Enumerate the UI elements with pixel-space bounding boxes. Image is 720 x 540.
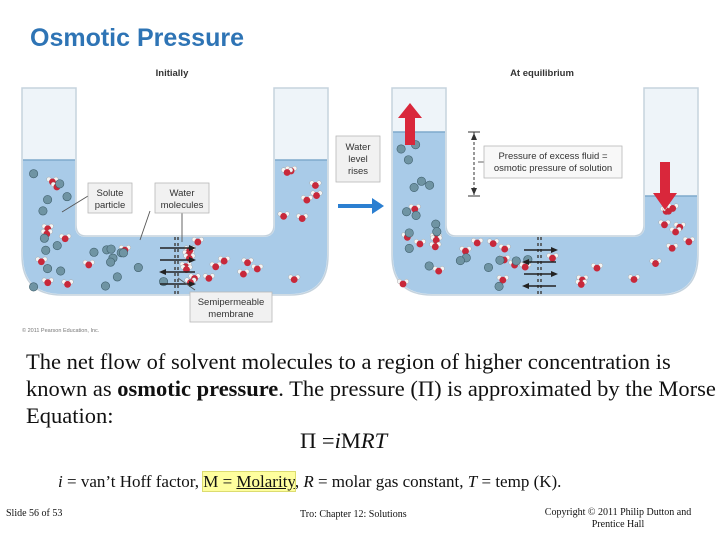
morse-equation: Π =iMRT	[300, 428, 387, 454]
osmosis-figure: Initially At equilibrium Solute particle…	[0, 58, 720, 343]
solute-particle	[484, 263, 492, 271]
def-m-highlight: M = Molarity	[203, 472, 295, 491]
slide-number: Slide 56 of 53	[6, 508, 62, 519]
solute-particle	[432, 220, 440, 228]
solute-particle	[113, 273, 121, 281]
def-m-equals: =	[218, 472, 236, 491]
footer-copyright-line2: Prentice Hall	[533, 519, 703, 531]
solute-particle	[40, 234, 48, 242]
u-tube-equilibrium	[392, 88, 698, 295]
label-level-2: level	[348, 154, 368, 165]
solute-particle	[43, 195, 51, 203]
solute-particle	[433, 227, 441, 235]
body-term: osmotic pressure	[117, 376, 278, 401]
solute-particle	[425, 181, 433, 189]
body-paragraph: The net flow of solvent molecules to a r…	[26, 348, 716, 429]
transition-arrow	[338, 198, 384, 214]
solute-particle	[512, 257, 520, 265]
solute-particle	[495, 282, 503, 290]
solute-particle	[425, 262, 433, 270]
solute-particle	[412, 211, 420, 219]
solute-particle	[90, 248, 98, 256]
def-m-symbol: M	[203, 472, 218, 491]
solute-particle	[456, 256, 464, 264]
label-level-1: Water	[346, 142, 371, 153]
solute-particle	[106, 258, 114, 266]
label-pressure-2: osmotic pressure of solution	[494, 163, 612, 174]
solute-particle	[101, 282, 109, 290]
solute-particle	[107, 245, 115, 253]
equation-rt: RT	[361, 428, 387, 453]
def-m-text: Molarity	[236, 472, 294, 491]
def-r-text: = molar gas constant,	[314, 472, 468, 491]
equation-lhs: Π =	[300, 428, 335, 453]
def-r-symbol: R	[303, 472, 313, 491]
def-i-text: = van’t Hoff factor,	[63, 472, 203, 491]
footer-copyright-line1: Copyright © 2011 Philip Dutton and	[533, 507, 703, 519]
solute-particle	[417, 177, 425, 185]
label-solute-2: particle	[95, 200, 126, 211]
label-water-2: molecules	[161, 200, 204, 211]
label-solute-1: Solute	[97, 188, 124, 199]
def-t-text: = temp (K).	[477, 472, 561, 491]
solute-particle	[402, 208, 410, 216]
solute-particle	[56, 180, 64, 188]
label-water-1: Water	[170, 188, 195, 199]
def-t-symbol: T	[468, 472, 477, 491]
equation-m: M	[341, 428, 361, 453]
slide-title: Osmotic Pressure	[30, 24, 244, 53]
label-pressure-1: Pressure of excess fluid =	[498, 151, 607, 162]
solute-particle	[56, 267, 64, 275]
solute-particle	[404, 156, 412, 164]
solute-particle	[53, 241, 61, 249]
solute-particle	[496, 256, 504, 264]
figure-copyright: © 2011 Pearson Education, Inc.	[22, 327, 100, 334]
solute-particle	[43, 264, 51, 272]
solute-particle	[410, 183, 418, 191]
solute-particle	[119, 249, 127, 257]
solute-particle	[405, 229, 413, 237]
solute-particle	[42, 246, 50, 254]
label-level-3: rises	[348, 166, 368, 177]
solute-particle	[29, 170, 37, 178]
solute-particle	[63, 192, 71, 200]
label-initially: Initially	[156, 68, 189, 79]
solute-particle	[134, 263, 142, 271]
solute-particle	[39, 207, 47, 215]
solute-particle	[29, 283, 37, 291]
chapter-label: Tro: Chapter 12: Solutions	[300, 509, 407, 520]
variable-definitions: i = van’t Hoff factor, M = Molarity, R =…	[58, 472, 561, 492]
label-membrane-1: Semipermeable	[198, 297, 265, 308]
solute-particle	[397, 145, 405, 153]
solute-particle	[405, 244, 413, 252]
label-at-equilibrium: At equilibrium	[510, 68, 574, 79]
label-membrane-2: membrane	[208, 309, 253, 320]
